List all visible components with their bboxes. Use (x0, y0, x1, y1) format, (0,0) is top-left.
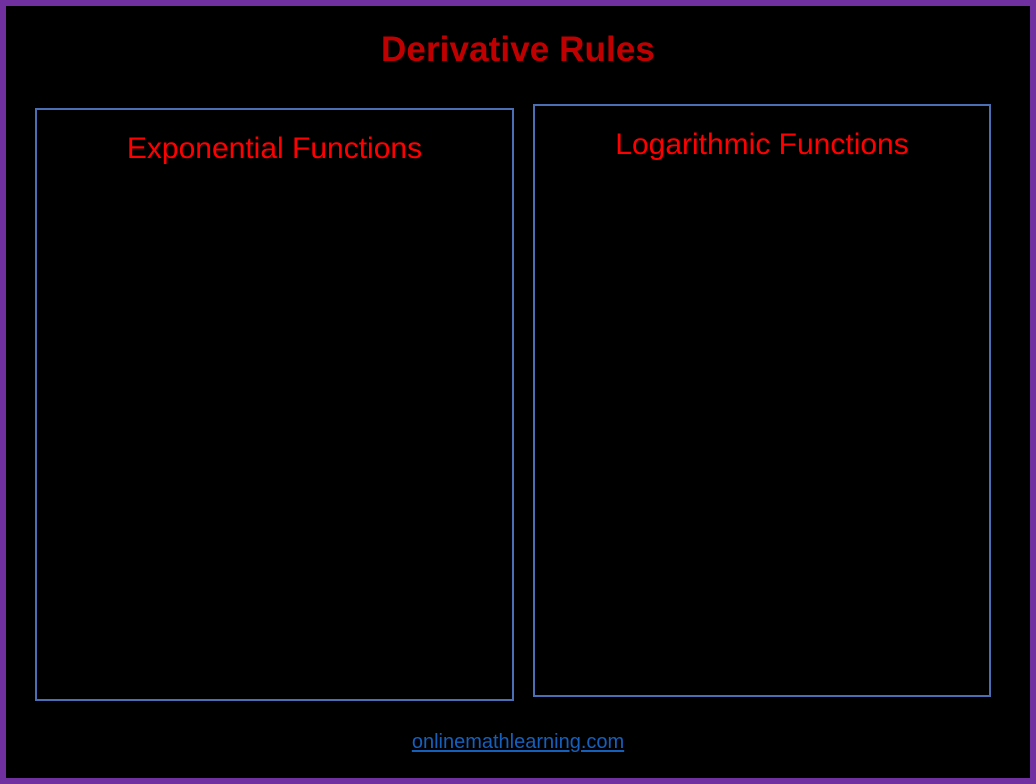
page-title: Derivative Rules (381, 30, 655, 69)
footer: onlinemathlearning.com (0, 731, 1036, 754)
panel-body-logarithmic (535, 176, 989, 695)
panel-exponential-functions: Exponential Functions (35, 108, 514, 701)
panel-heading-logarithmic: Logarithmic Functions (615, 128, 909, 161)
panel-logarithmic-functions: Logarithmic Functions (533, 104, 991, 697)
panel-heading-exponential: Exponential Functions (126, 132, 423, 165)
panel-body-exponential (37, 180, 512, 699)
source-website-link[interactable]: onlinemathlearning.com (411, 731, 625, 753)
